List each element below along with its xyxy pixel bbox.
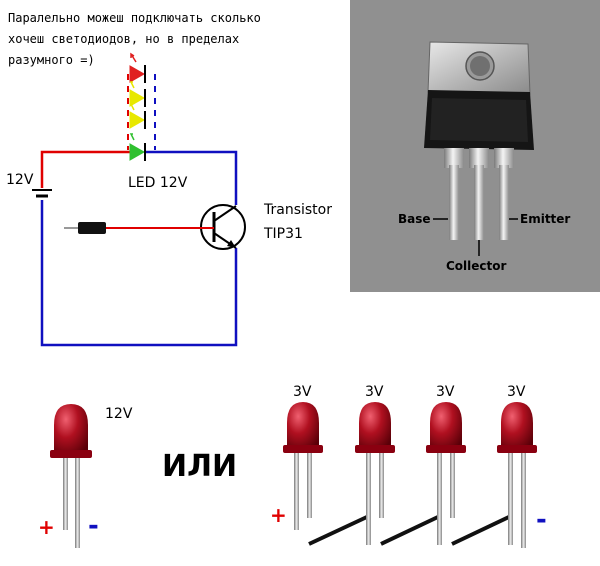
collector-pin-label: Collector (446, 259, 507, 273)
circuit-schematic: 12V LED 12V (6, 52, 332, 347)
series-link-wire (451, 514, 512, 546)
led-red (129, 52, 146, 83)
single-led-minus-sign: - (88, 511, 99, 541)
input-probe (64, 222, 106, 234)
note-text: Паралельно можеш подключать сколько хоче… (8, 11, 261, 67)
led-label: LED 12V (128, 175, 188, 191)
led-yellow-2 (129, 103, 146, 129)
series-minus-sign: - (536, 505, 547, 535)
transistor-label-line-2: TIP31 (263, 226, 303, 242)
led-to-collector-wire (145, 150, 238, 205)
single-led-voltage-label: 12V (105, 406, 133, 422)
emitter-pin-label: Emitter (520, 212, 570, 226)
parallel-led-dashes (127, 74, 156, 150)
series-led-2 (355, 402, 395, 545)
series-led-1 (283, 402, 323, 530)
single-led-plus-sign: + (38, 515, 55, 539)
series-plus-sign: + (270, 503, 287, 527)
emitter-to-ground-wire (40, 200, 238, 347)
led-green (129, 133, 146, 161)
series-led-3 (426, 402, 466, 545)
supply-voltage-label: 12V (6, 172, 34, 188)
transistor-label-line-1: Transistor (263, 202, 332, 218)
single-led (50, 404, 92, 548)
or-word: ИЛИ (162, 449, 237, 484)
note-line-2: хочеш светодиодов, но в пределах (8, 32, 239, 46)
series-leds: 3V 3V 3V 3V (283, 384, 537, 548)
led-yellow-1 (129, 81, 146, 107)
series-led-voltage-label: 3V (436, 384, 455, 400)
series-led-4 (497, 402, 537, 548)
positive-wire (40, 150, 130, 188)
note-line-3: разумного =) (8, 53, 95, 67)
transistor-photo: Base Emitter Collector (350, 0, 600, 292)
battery-symbol (32, 189, 52, 198)
series-link-wire (380, 514, 441, 546)
series-led-voltage-label: 3V (365, 384, 384, 400)
series-led-voltage-label: 3V (507, 384, 526, 400)
series-led-voltage-label: 3V (293, 384, 312, 400)
base-pin-label: Base (398, 212, 431, 226)
note-line-1: Паралельно можеш подключать сколько (8, 11, 261, 25)
series-link-wire (308, 514, 370, 546)
